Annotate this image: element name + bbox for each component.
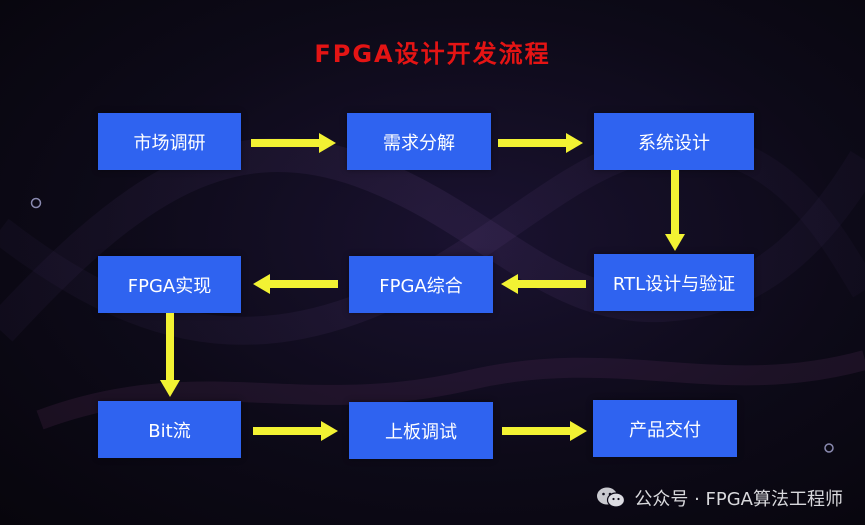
- footer-text: 公众号 · FPGA算法工程师: [634, 489, 843, 510]
- arrow-right: [251, 133, 336, 153]
- arrow-right: [253, 421, 338, 441]
- wechat-icon: [597, 487, 626, 508]
- step-system-design: 系统设计: [594, 113, 754, 170]
- arrow-left: [501, 274, 586, 294]
- footer-watermark: 公众号 · FPGA算法工程师: [596, 485, 843, 511]
- step-market-research: 市场调研: [98, 113, 241, 170]
- arrow-right: [498, 133, 583, 153]
- step-bitstream: Bit流: [98, 401, 241, 458]
- step-board-debug: 上板调试: [349, 402, 493, 459]
- decorative-dot: [824, 443, 834, 453]
- arrow-left: [253, 274, 338, 294]
- step-requirement-analysis: 需求分解: [347, 113, 491, 170]
- decorative-dot: [30, 197, 42, 209]
- arrow-down: [160, 313, 180, 397]
- step-fpga-synthesis: FPGA综合: [349, 256, 493, 313]
- step-product-delivery: 产品交付: [593, 400, 737, 457]
- step-fpga-implementation: FPGA实现: [98, 256, 241, 313]
- step-rtl-design-verify: RTL设计与验证: [594, 254, 754, 311]
- arrow-right: [502, 421, 587, 441]
- arrow-down: [665, 170, 685, 251]
- diagram-title: FPGA设计开发流程: [314, 40, 551, 68]
